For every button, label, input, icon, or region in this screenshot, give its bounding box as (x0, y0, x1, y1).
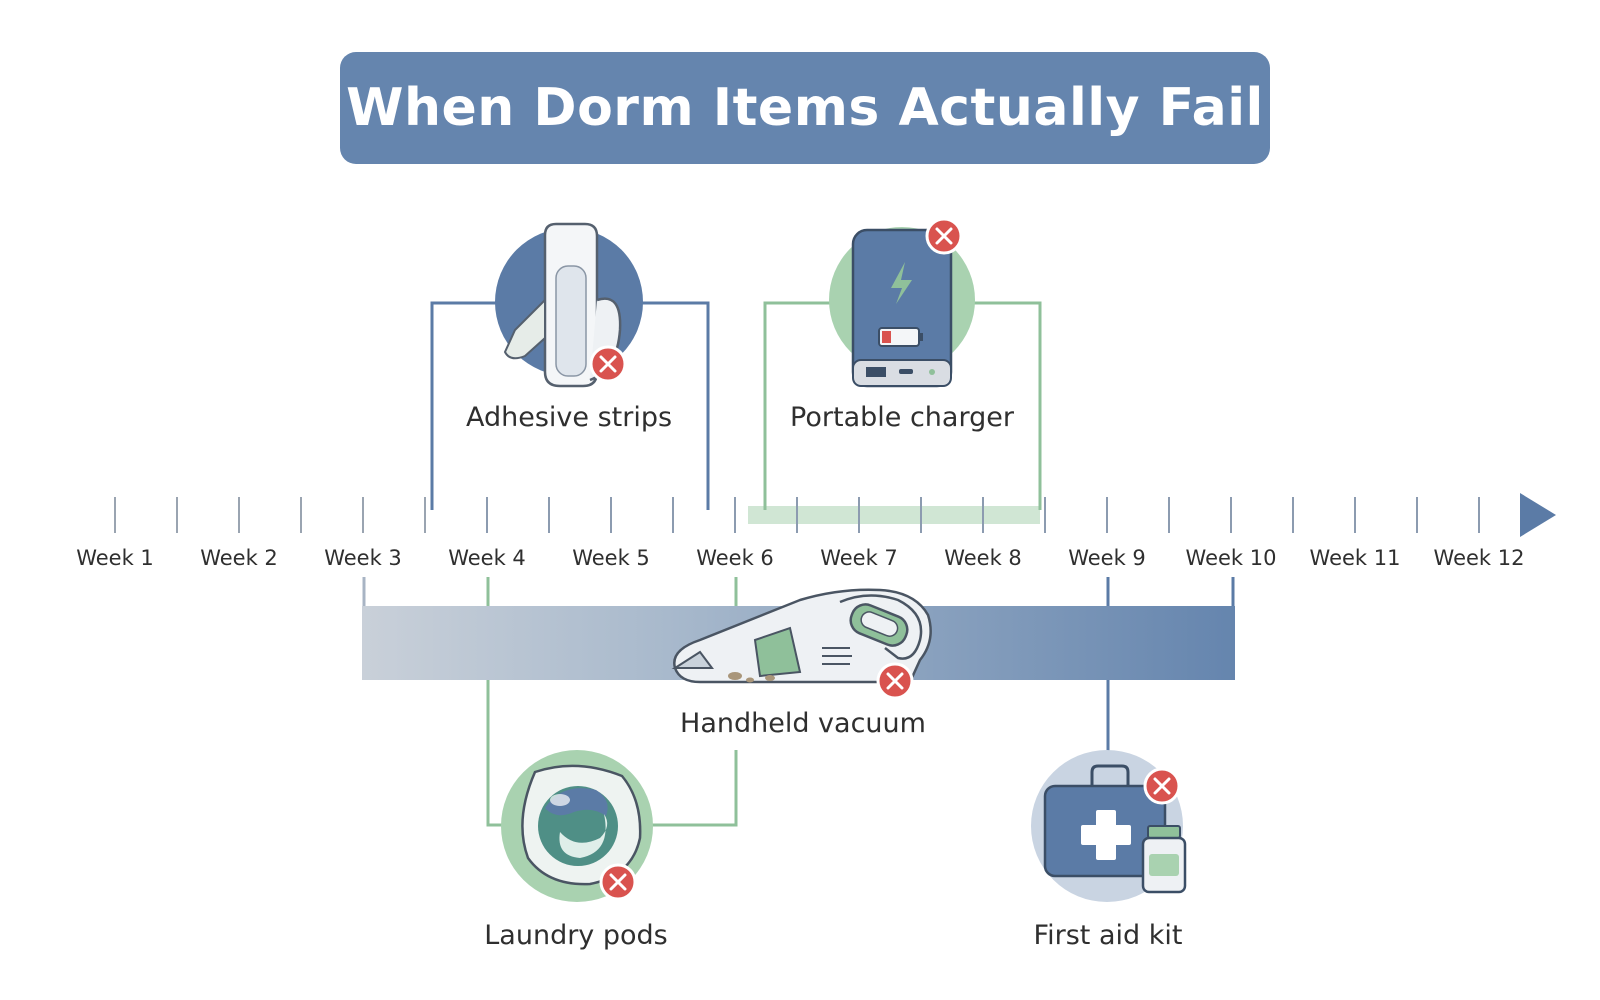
label-first-aid-kit: First aid kit (1034, 920, 1183, 951)
first-aid-fail-icon (1143, 767, 1181, 805)
week-labels: Week 1 Week 2 Week 3 Week 4 Week 5 Week 6 Week… (76, 546, 1524, 570)
adhesive-hook-icon (495, 222, 643, 388)
vacuum-fail-icon (876, 662, 914, 700)
title-banner: When Dorm Items Actually Fail (340, 52, 1270, 164)
week-ticks (114, 497, 1480, 533)
charger-fail-icon (925, 217, 963, 255)
label-portable-charger: Portable charger (790, 402, 1015, 433)
adhesive-fail-icon (589, 345, 627, 383)
axis-highlight-charger (748, 506, 1040, 524)
week-label: Week 5 (572, 546, 650, 570)
week-label: Week 2 (200, 546, 278, 570)
first-aid-kit-icon (1031, 750, 1187, 902)
week-label: Week 4 (448, 546, 526, 570)
week-label: Week 12 (1434, 546, 1525, 570)
laundry-connector-right (640, 750, 738, 827)
handheld-vacuum-icon (671, 588, 932, 700)
week-label: Week 8 (944, 546, 1022, 570)
timeline-axis (51, 493, 1556, 537)
week-label: Week 6 (696, 546, 774, 570)
axis-arrow-head (1520, 493, 1556, 537)
label-handheld-vacuum: Handheld vacuum (680, 708, 926, 739)
laundry-pod-icon (501, 750, 653, 902)
week-label: Week 1 (76, 546, 154, 570)
week-label: Week 10 (1186, 546, 1277, 570)
week-label: Week 11 (1310, 546, 1401, 570)
label-laundry-pods: Laundry pods (484, 920, 667, 951)
label-adhesive-strips: Adhesive strips (466, 402, 672, 433)
week-label: Week 9 (1068, 546, 1146, 570)
laundry-fail-icon (599, 863, 637, 901)
diagram-title: When Dorm Items Actually Fail (346, 78, 1264, 138)
week-label: Week 3 (324, 546, 402, 570)
power-bank-icon (829, 217, 975, 388)
week-label: Week 7 (820, 546, 898, 570)
